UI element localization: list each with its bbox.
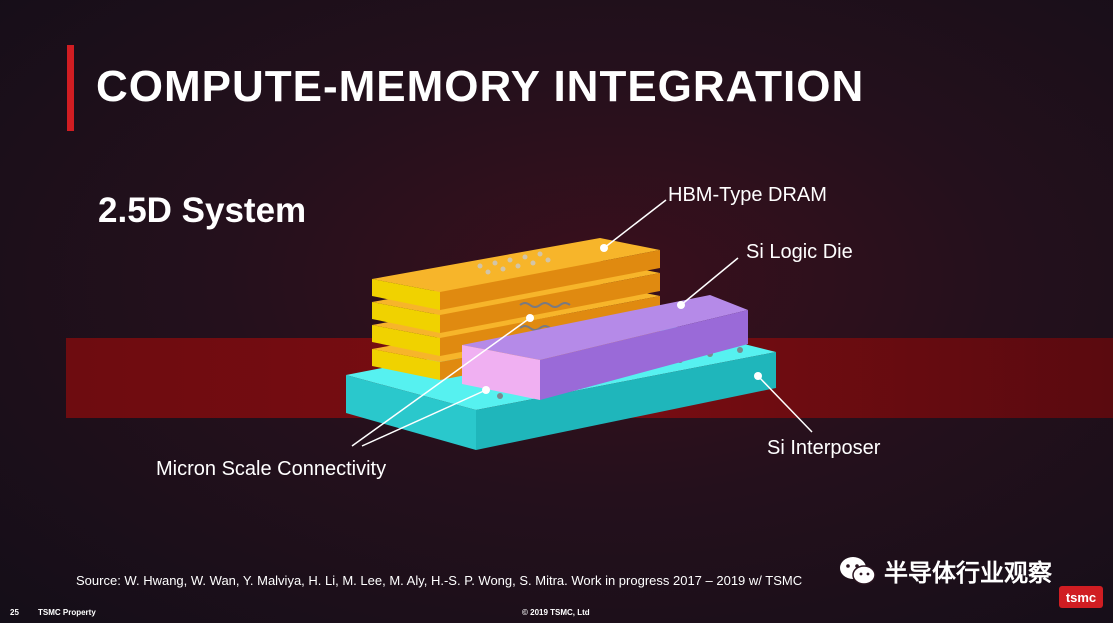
page-number: 25: [10, 608, 19, 617]
watermark-text: 半导体行业观察: [884, 560, 1052, 587]
source-citation: Source: W. Hwang, W. Wan, Y. Malviya, H.…: [76, 573, 803, 588]
label-connectivity: Micron Scale Connectivity: [156, 458, 387, 480]
wechat-icon: [840, 556, 876, 585]
tsmc-logo: tsmc: [1059, 586, 1103, 608]
svg-text:tsmc: tsmc: [1066, 590, 1096, 605]
property-label: TSMC Property: [38, 608, 96, 617]
label-hbm: HBM-Type DRAM: [668, 184, 827, 206]
copyright: © 2019 TSMC, Ltd: [522, 608, 590, 617]
slide-title: COMPUTE-MEMORY INTEGRATION: [96, 62, 865, 111]
wechat-watermark: 半导体行业观察: [838, 553, 1052, 588]
si-logic-die: [462, 295, 748, 400]
label-interposer: Si Interposer: [767, 437, 881, 459]
slide-subtitle: 2.5D System: [98, 191, 307, 230]
leader-dots: [482, 244, 762, 394]
title-accent-bar: [67, 45, 74, 131]
leader-lines: [351, 199, 813, 447]
label-logic-die: Si Logic Die: [746, 241, 853, 263]
